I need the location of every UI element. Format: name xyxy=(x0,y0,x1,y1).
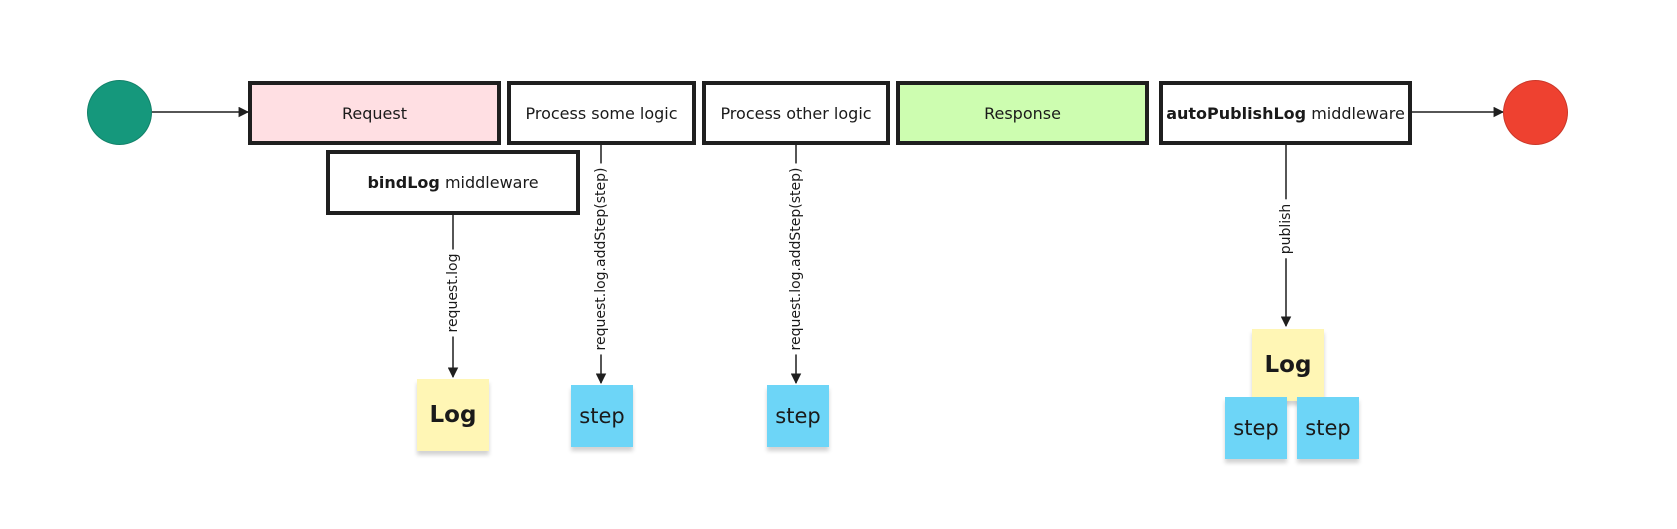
add-step-edge-label-1: request.log.addStep(step) xyxy=(593,163,609,355)
process-other-logic-box: Process other logic xyxy=(702,81,890,145)
log-sticky-note-1: Log xyxy=(417,379,489,451)
response-label: Response xyxy=(984,103,1061,123)
request-log-edge-label: request.log xyxy=(445,249,461,337)
bindlog-middleware-box: bindLog middleware xyxy=(326,150,580,215)
start-node xyxy=(87,80,152,145)
step-sticky-note-2: step xyxy=(767,385,829,447)
step-sticky-note-3: step xyxy=(1225,397,1287,459)
request-label: Request xyxy=(342,103,407,123)
autopublishlog-middleware-label: autoPublishLog middleware xyxy=(1166,103,1405,123)
request-box: Request xyxy=(248,81,501,145)
end-node xyxy=(1503,80,1568,145)
publish-edge-label: publish xyxy=(1278,199,1294,259)
bindlog-middleware-label: bindLog middleware xyxy=(367,173,539,192)
step-sticky-note-1: step xyxy=(571,385,633,447)
process-other-logic-label: Process other logic xyxy=(720,103,872,123)
log-sticky-note-2: Log xyxy=(1252,329,1324,401)
add-step-edge-label-2: request.log.addStep(step) xyxy=(788,163,804,355)
autopublishlog-middleware-box: autoPublishLog middleware xyxy=(1159,81,1412,145)
process-some-logic-label: Process some logic xyxy=(525,103,678,123)
response-box: Response xyxy=(896,81,1149,145)
step-sticky-note-4: step xyxy=(1297,397,1359,459)
process-some-logic-box: Process some logic xyxy=(507,81,696,145)
